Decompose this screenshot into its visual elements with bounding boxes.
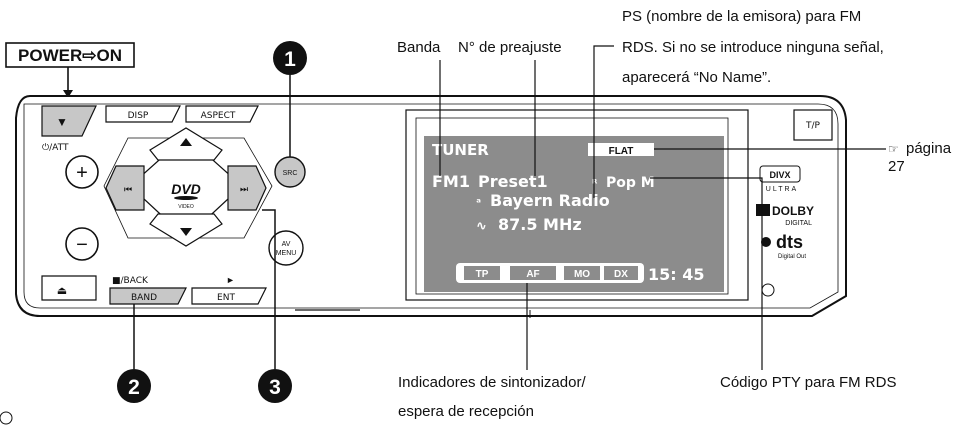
corner-mark [0,411,13,425]
indicator-mo: MO [574,269,590,280]
annotation-preset-number: N° de preajuste [458,39,562,56]
plus-icon: + [76,162,88,184]
lcd-station: Bayern Radio [490,191,610,210]
annotation-ps-line2: RDS. Si no se introduce ninguna señal, [622,39,884,56]
svg-text:T/P: T/P [805,121,821,131]
unit-inner-outline [23,103,839,309]
callout-3: 3 [258,369,292,403]
stereo-icon: ∿ [476,219,487,234]
up-button[interactable] [149,127,223,161]
power-down-icon: ▼ [56,115,68,129]
callout-3-line [262,209,276,369]
aspect-button[interactable]: ASPECT [185,105,259,123]
tp-button[interactable]: T/P [793,109,833,141]
ent-button[interactable]: ENT [191,287,267,305]
down-button[interactable] [149,213,223,247]
up-arrow-icon [180,138,192,146]
lcd-source: TUNER [432,141,489,159]
divx-ultra-logo: DIVX ULTRA [759,165,801,193]
back-label: ■/BACK [112,276,149,286]
eject-icon: ⏏ [57,285,67,297]
svg-text:1: 1 [284,48,296,71]
svg-text:SRC: SRC [283,170,298,177]
disp-button[interactable]: DISP [105,105,181,123]
lcd-eq-box [588,143,654,156]
power-att-button[interactable]: ▼ [41,105,97,137]
av-menu-button[interactable]: AV MENU [268,230,304,266]
svg-text:DVD: DVD [171,181,201,197]
svg-text:DIVX: DIVX [769,170,790,180]
minus-icon: − [76,234,88,256]
src-button[interactable]: SRC [274,156,306,188]
indicator-af: AF [526,269,539,280]
power-arrow [63,90,73,98]
indicator-tp: TP [476,269,489,280]
eject-button[interactable]: ⏏ [41,275,97,301]
reset-hole [761,283,775,297]
dvd-video-logo: DVD VIDEO [171,181,201,210]
play-label: ► [226,275,235,285]
ps-leader [593,45,614,198]
svg-text:DOLBY: DOLBY [772,204,814,218]
volume-down-button[interactable]: − [65,227,99,261]
lcd-frequency: 87.5 MHz [498,215,582,234]
svg-text:BAND: BAND [131,293,157,303]
annotation-indicators-line1: Indicadores de sintonizador/ [398,374,586,391]
callout-2: 2 [117,369,151,403]
lcd-indicators: TP AF MO DX [464,266,638,280]
dts-logo: dts Digital Out [761,232,806,260]
annotation-page-word: página [906,140,952,157]
annotation-ps-line1: PS (nombre de la emisora) para FM [622,8,861,25]
rds-signal-icon: ᴿ [592,177,598,190]
next-button[interactable]: ⏭ [227,165,267,211]
svg-text:DISP: DISP [128,111,149,121]
svg-text:dts: dts [776,232,803,252]
svg-text:ASPECT: ASPECT [201,111,236,121]
indicator-dx: DX [614,269,628,280]
lcd-band: FM1 [432,172,470,191]
svg-text:3: 3 [269,376,281,399]
power-on-label: POWER⇨ON [5,42,135,68]
svg-text:2: 2 [128,376,140,399]
antenna-icon: ᵃ [476,196,481,209]
down-arrow-icon [180,228,192,236]
svg-text:MENU: MENU [276,250,297,257]
skip-forward-icon: ⏭ [240,184,248,194]
lcd-eq: FLAT [609,146,634,157]
att-label: ⏻/ATT [42,142,69,153]
page-ref-icon: ☞ [888,142,899,156]
svg-text:ENT: ENT [217,293,235,303]
volume-up-button[interactable]: + [65,155,99,189]
svg-text:Digital Out: Digital Out [778,254,806,260]
svg-text:VIDEO: VIDEO [178,204,194,210]
annotation-pty-code: Código PTY para FM RDS [720,374,896,391]
callout-1: 1 [273,41,307,75]
svg-text:POWER⇨ON: POWER⇨ON [18,46,122,65]
skip-back-icon: ⏮ [124,184,132,194]
svg-text:DIGITAL: DIGITAL [785,220,812,227]
lcd-clock: 15: 45 [648,265,705,284]
prev-button[interactable]: ⏮ [105,165,145,211]
lcd-pty: Pop M [606,175,655,191]
band-button[interactable]: BAND [109,287,187,305]
annotation-banda: Banda [397,39,441,56]
svg-text:AV: AV [282,241,291,248]
svg-text:ULTRA: ULTRA [766,186,798,193]
pty-leader [650,177,763,370]
annotation-indicators-line2: espera de recepción [398,403,534,420]
annotation-ps-line3: aparecerá “No Name”. [622,69,771,86]
annotation-page-number: 27 [888,158,905,175]
lcd-preset: Preset1 [478,172,548,191]
dolby-digital-logo: DOLBY DIGITAL [756,204,814,227]
